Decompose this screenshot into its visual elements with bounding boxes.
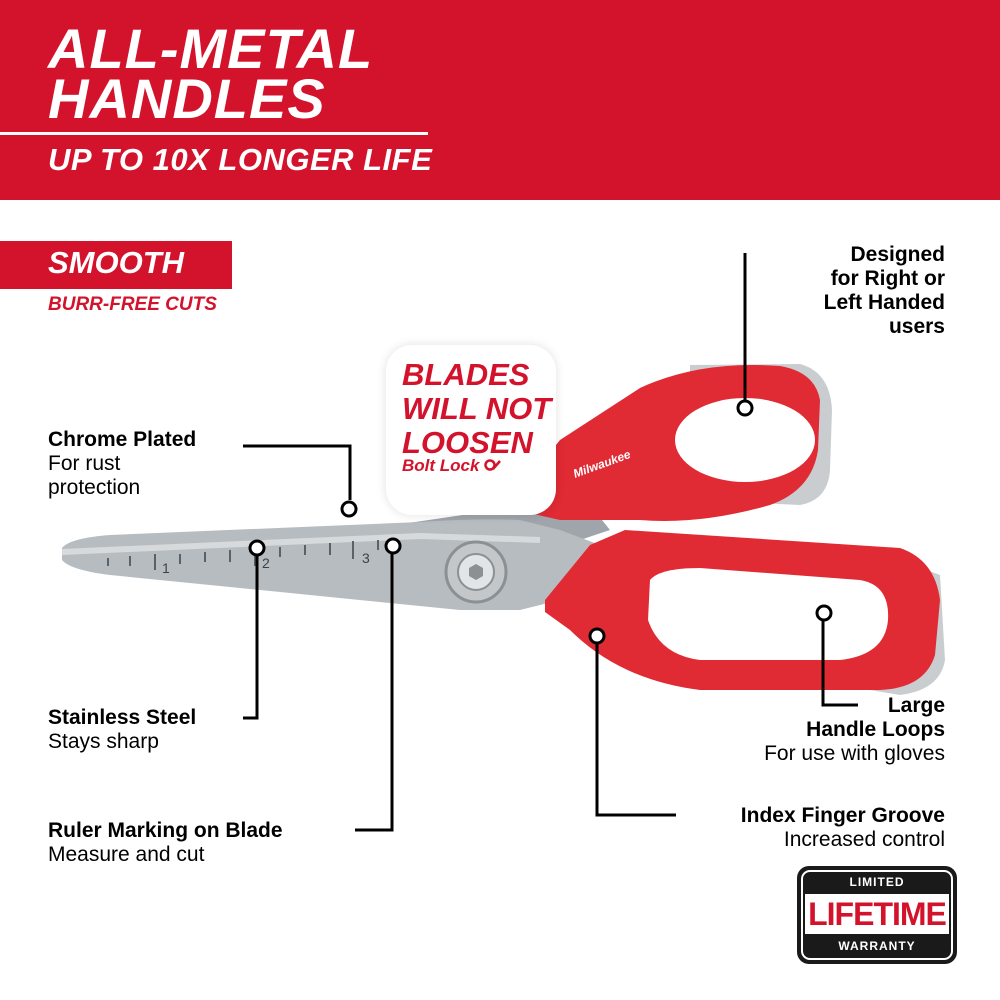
handed-line1: Designed — [850, 243, 945, 266]
blade-chrome-edge — [61, 532, 541, 555]
ruler-mark-2: 2 — [262, 555, 270, 571]
stainless-desc: Stays sharp — [48, 730, 159, 753]
callout-lines — [243, 253, 858, 832]
bolt-lock-icon — [484, 459, 502, 471]
bolt-lock-label: Bolt Lock — [402, 456, 502, 476]
bolt-line1: BLADES — [402, 357, 530, 392]
chrome-desc-1: For rust — [48, 452, 121, 475]
loops-desc: For use with gloves — [764, 742, 945, 765]
stainless-title: Stainless Steel — [48, 706, 197, 729]
warranty-badge: LIMITED LIFETIME WARRANTY — [797, 866, 957, 964]
bolt-lock-callout — [386, 345, 556, 515]
groove-desc: Increased control — [783, 828, 945, 851]
warranty-bottom: WARRANTY — [838, 939, 916, 953]
header-title-line1: ALL-METAL — [48, 17, 374, 80]
ruler-mark-3: 3 — [362, 550, 370, 566]
chrome-desc-2: protection — [48, 476, 141, 499]
ruler-title: Ruler Marking on Blade — [48, 819, 283, 842]
warranty-badge-border — [801, 870, 953, 960]
bolt-line3: LOOSEN — [402, 425, 533, 460]
upper-handle-loop — [675, 398, 815, 482]
chrome-title: Chrome Plated — [48, 428, 197, 451]
lower-handle-loop — [648, 568, 889, 660]
smooth-badge — [0, 241, 232, 289]
ruler-mark-1: 1 — [162, 560, 170, 576]
ruler-desc: Measure and cut — [48, 843, 205, 866]
handed-line3: Left Handed — [823, 291, 945, 314]
loops-title-2: Handle Loops — [806, 718, 945, 741]
loops-title-1: Large — [887, 694, 945, 717]
annotation-chrome-plated: Chrome Plated For rust protection — [48, 428, 196, 500]
annotation-stainless-steel: Stainless Steel Stays sharp — [48, 706, 196, 754]
handed-line4: users — [888, 315, 945, 338]
callout-dots — [248, 399, 833, 645]
annotation-handed: Designed for Right or Left Handed users — [824, 243, 945, 339]
header-banner — [0, 0, 1000, 200]
annotation-handle-loops: Large Handle Loops For use with gloves — [764, 694, 945, 766]
warranty-middle: LIFETIME — [805, 894, 949, 934]
smooth-label: SMOOTH — [48, 245, 185, 280]
header-title: ALL-METAL HANDLES — [48, 17, 374, 130]
lower-blade — [62, 519, 600, 610]
header-divider — [0, 132, 428, 135]
groove-title: Index Finger Groove — [740, 804, 945, 827]
handed-line2: for Right or — [830, 267, 945, 290]
header-title-line2: HANDLES — [48, 67, 326, 130]
burr-free-label: BURR-FREE CUTS — [48, 294, 217, 315]
bolt-lock-heading: BLADES WILL NOT LOOSEN — [402, 358, 551, 460]
annotation-finger-groove: Index Finger Groove Increased control — [741, 804, 945, 852]
bolt-line2: WILL NOT — [402, 391, 552, 426]
pivot-bolt-hex — [469, 564, 483, 580]
header-subtitle: UP TO 10X LONGER LIFE — [48, 142, 433, 177]
annotation-ruler: Ruler Marking on Blade Measure and cut — [48, 819, 283, 867]
warranty-top: LIMITED — [849, 875, 905, 889]
bolt-lock-text: Bolt Lock — [402, 456, 480, 475]
